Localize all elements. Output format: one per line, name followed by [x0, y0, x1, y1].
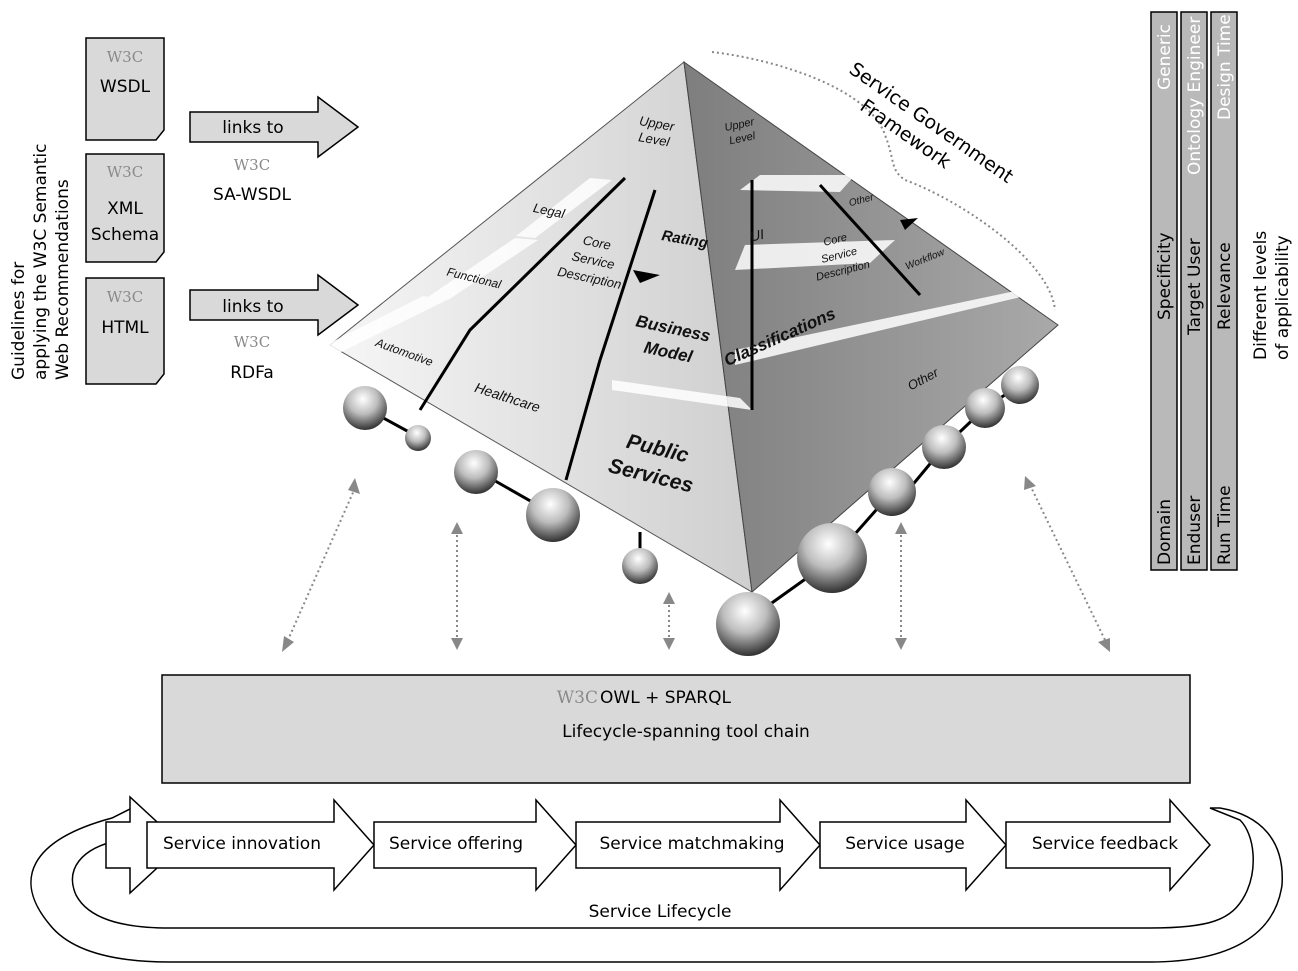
lifecycle-step: Service innovation: [105, 795, 376, 895]
label-legal: Legal: [532, 200, 567, 222]
bar-3-mid: Relevance: [1215, 242, 1235, 330]
bar-1-top: Generic: [1155, 24, 1175, 90]
pyramid-divider-lines: [418, 176, 922, 481]
sphere: [622, 548, 658, 584]
bar-3-top: Design Time: [1215, 14, 1235, 120]
label-core-service-right-1: Core: [822, 231, 848, 248]
toolchain-box: W3C OWL + SPARQL Lifecycle-spanning tool…: [161, 674, 1191, 784]
lifecycle-label: Service Lifecycle: [589, 902, 732, 922]
sphere: [405, 425, 431, 451]
lifecycle-step: Service offering: [373, 798, 578, 892]
framework-bracket: [711, 51, 1056, 311]
w3c-logo: W3C: [107, 48, 143, 66]
connector-arrows: [282, 476, 1110, 652]
toolchain-subtitle: Lifecycle-spanning tool chain: [562, 722, 810, 742]
sphere: [922, 425, 966, 469]
sphere: [343, 386, 387, 430]
document-xml-schema: W3C XML Schema: [85, 153, 165, 263]
label-core-service-left-1: Core: [582, 232, 613, 253]
bar-1-mid: Specificity: [1155, 232, 1175, 320]
bar-1-bottom: Domain: [1155, 499, 1175, 565]
bar-3-bottom: Run Time: [1215, 485, 1235, 565]
bar-relevance: [1210, 11, 1238, 571]
label-upper-level-right-2: Level: [728, 130, 757, 147]
bar-target-user: [1180, 11, 1208, 571]
document-label: WSDL: [100, 77, 151, 97]
lifecycle-step-label: Service matchmaking: [599, 834, 784, 854]
label-upper-level-left: Upper: [638, 113, 676, 134]
guidelines-title-line-1: Guidelines for: [9, 262, 29, 380]
guidelines-title: Guidelines for applying the W3C Semantic…: [9, 144, 73, 380]
toolchain-title: OWL + SPARQL: [600, 688, 731, 708]
sphere: [454, 450, 498, 494]
sphere: [526, 488, 580, 542]
document-wsdl: W3C WSDL: [85, 37, 165, 141]
links-to-arrow-2: links to: [189, 273, 360, 337]
sphere: [965, 388, 1005, 428]
w3c-logo: W3C: [234, 156, 270, 174]
pyramid-level-bands: [320, 175, 1058, 410]
applicability-bars: Generic Specificity Domain Ontology Engi…: [1150, 11, 1293, 571]
arrow-label: links to: [222, 297, 283, 317]
lifecycle-step: Service matchmaking: [575, 798, 822, 892]
pyramid: Upper Level Upper Level Legal Core Servi…: [320, 60, 1059, 656]
guidelines-title-line-2: applying the W3C Semantic: [31, 144, 51, 380]
w3c-logo: W3C: [234, 333, 270, 351]
lifecycle-step-label: Service usage: [845, 834, 965, 854]
bar-2-mid: Target User: [1185, 238, 1205, 336]
label-upper-level-left-2: Level: [637, 129, 671, 149]
guidelines-title-line-3: Web Recommendations: [53, 179, 73, 380]
sphere: [1001, 366, 1039, 404]
sphere: [716, 592, 780, 656]
links-to-arrow-1: links to: [189, 95, 360, 159]
lifecycle-step-label: Service feedback: [1032, 834, 1178, 854]
sphere: [868, 468, 916, 516]
document-html: W3C HTML: [85, 277, 165, 385]
lifecycle-step: Service feedback: [1005, 798, 1212, 892]
document-label: XML: [107, 199, 143, 219]
applicability-caption: Different levels of applicability: [1251, 231, 1293, 360]
w3c-logo: W3C: [107, 288, 143, 306]
lifecycle-step-label: Service offering: [389, 834, 523, 854]
document-label: HTML: [101, 318, 149, 338]
applicability-caption-line-1: Different levels: [1251, 231, 1271, 360]
w3c-logo: W3C: [107, 163, 143, 181]
link-target-sa-wsdl: SA-WSDL: [213, 185, 291, 205]
lifecycle-step-label: Service innovation: [163, 834, 321, 854]
bar-2-bottom: Enduser: [1185, 496, 1205, 565]
document-label: Schema: [91, 225, 159, 245]
lifecycle-step: Service usage: [819, 798, 1008, 892]
link-target-rdfa: RDFa: [230, 363, 274, 383]
sphere: [797, 523, 867, 593]
w3c-logo: W3C: [557, 688, 598, 708]
bar-2-top: Ontology Engineer: [1185, 17, 1205, 175]
arrow-label: links to: [222, 118, 283, 138]
spheres: [343, 366, 1039, 656]
applicability-caption-line-2: of applicability: [1273, 235, 1293, 360]
lifecycle-loop: Service Lifecycle: [30, 806, 1283, 963]
lifecycle-steps: Service innovation Service offering Serv…: [105, 795, 1212, 895]
label-ui: UI: [748, 226, 765, 245]
bar-specificity: [1150, 11, 1178, 571]
